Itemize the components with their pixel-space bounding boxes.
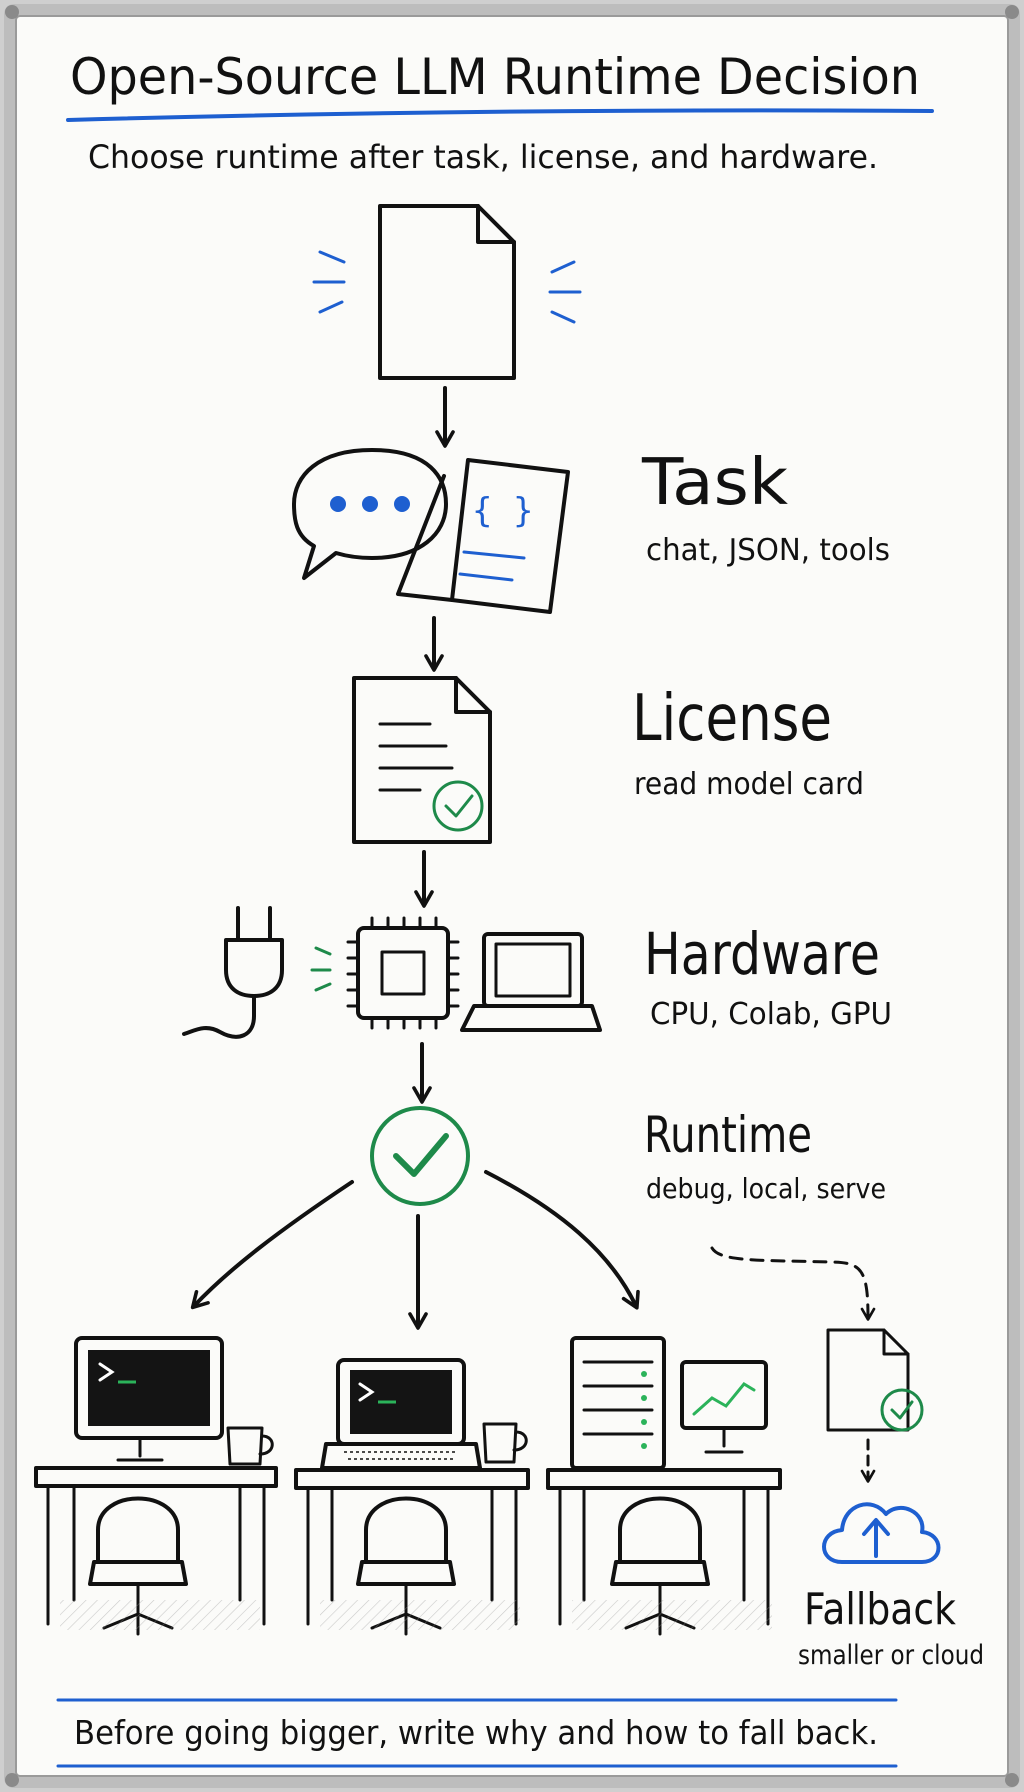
check-circle-icon [370,1106,470,1206]
license-check-document-icon [352,676,492,844]
frame-bolt-icon [5,1773,19,1787]
page-subtitle: Choose runtime after task, license, and … [88,138,878,176]
page-title: Open-Source LLM Runtime Decision [70,48,920,106]
step-hardware-name: Hardware [644,920,880,988]
frame-bolt-icon [1005,5,1019,19]
frame-bolt-icon [1005,1773,1019,1787]
step-runtime-name: Runtime [644,1106,812,1164]
checked-document-icon [826,1328,924,1432]
json-document-icon: { } [396,458,570,614]
step-license-detail: read model card [634,767,864,802]
debug-desk-terminal-icon [34,1336,278,1636]
board-surface [15,15,1009,1777]
step-runtime-detail: debug, local, serve [646,1172,886,1205]
cpu-chip-icon [346,916,460,1030]
frame-bolt-icon [5,5,19,19]
footer-note: Before going bigger, write why and how t… [74,1713,878,1752]
power-plug-icon [182,906,332,1039]
arrow-to-debug [190,1180,354,1310]
arrow-to-serve [484,1170,640,1310]
document-icon [312,204,582,380]
step-task-detail: chat, JSON, tools [646,533,890,568]
step-task-name: Task [641,446,788,520]
fallback-detail: smaller or cloud [798,1640,984,1671]
server-rack-desk-icon [546,1336,782,1636]
laptop-icon [460,932,602,1032]
title-underline [66,108,934,122]
cloud-upload-icon [822,1502,941,1564]
step-hardware-detail: CPU, Colab, GPU [650,997,892,1032]
svg-text:{ }: { } [472,491,533,531]
chat-bubble-icon [292,448,448,580]
local-laptop-desk-icon [294,1358,530,1636]
step-license-name: License [632,682,832,756]
fallback-name: Fallback [804,1584,956,1635]
